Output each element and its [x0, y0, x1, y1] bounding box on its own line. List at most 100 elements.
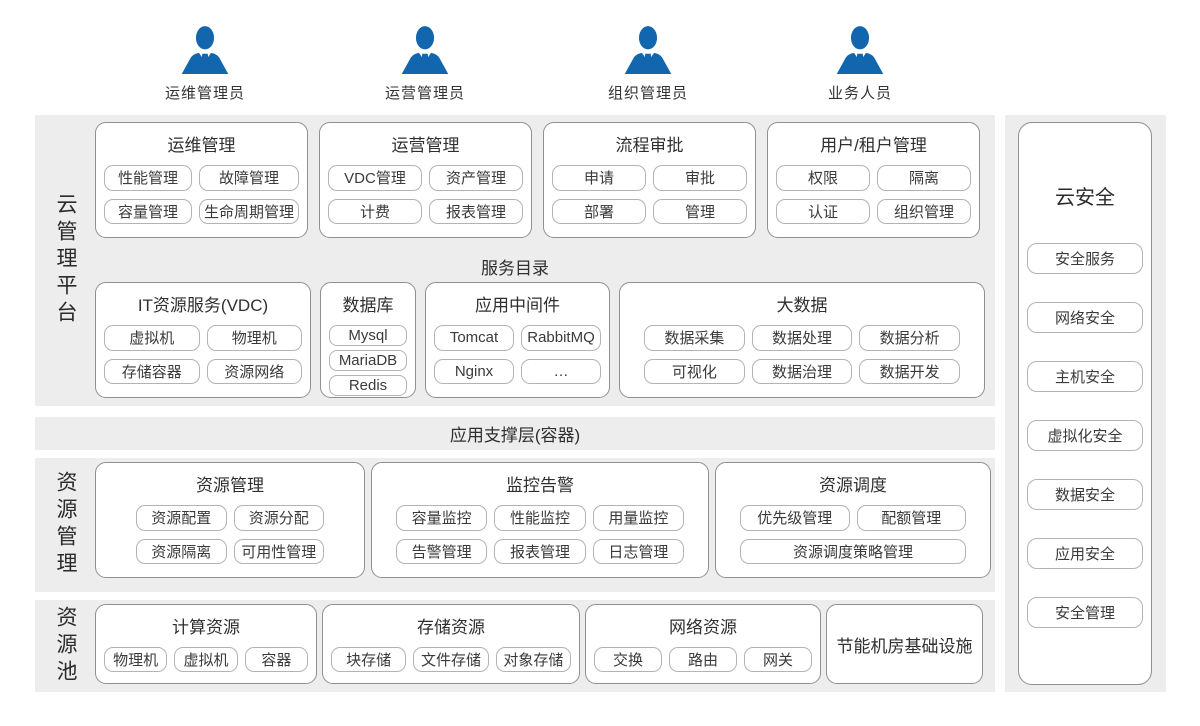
layer-resource-management: 资源管理 资源管理 资源配置 资源分配 资源隔离 可用性管理 监控告警 容量监控…	[35, 458, 995, 592]
diagram-item: 告警管理	[396, 538, 488, 564]
diagram-item: 报表管理	[494, 538, 586, 564]
group-title: 大数据	[776, 296, 828, 315]
diagram-item: 主机安全	[1027, 361, 1143, 392]
group-database: 数据库 Mysql MariaDB Redis	[320, 282, 416, 398]
group-title: IT资源服务(VDC)	[137, 296, 269, 315]
layer-label-app-support: 应用支撑层(容器)	[449, 426, 581, 445]
person-icon	[624, 26, 672, 74]
group-compute-resources: 计算资源 物理机 虚拟机 容器	[95, 604, 317, 684]
diagram-item: 日志管理	[592, 538, 684, 564]
group-green-datacenter-infrastructure: 节能机房基础设施	[826, 604, 983, 684]
diagram-item: 交换	[594, 647, 662, 672]
diagram-item: 容器	[244, 647, 308, 672]
person-icon	[836, 26, 884, 74]
person-icon	[181, 26, 229, 74]
group-title: 运维管理	[167, 136, 236, 155]
diagram-item: 物理机	[206, 325, 302, 351]
actor-label: 运维管理员	[164, 85, 245, 102]
resource-row: 资源管理 资源配置 资源分配 资源隔离 可用性管理 监控告警 容量监控 性能监控…	[95, 462, 991, 578]
cloud-row-1: 运维管理 性能管理 故障管理 容量管理 生命周期管理 运营管理 VDC管理 资产…	[95, 122, 980, 238]
layer-label-resource-pool: 资源池	[54, 605, 77, 687]
diagram-item: RabbitMQ	[521, 325, 601, 351]
layer-label-cloud-platform: 云管理平台	[54, 193, 77, 328]
group-operation-management: 运营管理 VDC管理 资产管理 计费 报表管理	[319, 122, 532, 238]
group-title: 节能机房基础设施	[836, 636, 973, 656]
diagram-item: 存储容器	[104, 358, 200, 384]
diagram-item: 数据治理	[751, 358, 853, 384]
group-resource-management: 资源管理 资源配置 资源分配 资源隔离 可用性管理	[95, 462, 365, 578]
cloud-security-box: 云安全 安全服务 网络安全 主机安全 虚拟化安全 数据安全 应用安全 安全管理	[1018, 122, 1152, 685]
diagram-item: …	[521, 358, 601, 384]
diagram-item: 报表管理	[429, 198, 523, 224]
actor-ops-admin: 运维管理员	[145, 24, 265, 103]
diagram-item: 数据处理	[751, 325, 853, 351]
diagram-item: 容量管理	[104, 198, 192, 224]
group-title: 数据库	[342, 296, 394, 315]
pool-row: 计算资源 物理机 虚拟机 容器 存储资源 块存储 文件存储 对象存储 网络资源 …	[95, 604, 991, 684]
cloud-security-items: 安全服务 网络安全 主机安全 虚拟化安全 数据安全 应用安全 安全管理	[1027, 243, 1143, 628]
diagram-item: 优先级管理	[740, 505, 850, 531]
group-title: 资源调度	[819, 476, 887, 495]
diagram-item: 安全服务	[1027, 243, 1143, 274]
diagram-item: 网关	[744, 647, 812, 672]
actor-business-user: 业务人员	[800, 24, 920, 103]
diagram-item: 性能监控	[494, 505, 586, 531]
actor-operation-admin: 运营管理员	[365, 24, 485, 103]
diagram-item: 网络安全	[1027, 302, 1143, 333]
service-catalog-label: 服务目录	[481, 259, 549, 278]
group-title: 用户/租户管理	[820, 136, 927, 155]
diagram-item: 数据分析	[859, 325, 960, 351]
group-title: 存储资源	[417, 618, 485, 637]
group-user-tenant-management: 用户/租户管理 权限 隔离 认证 组织管理	[767, 122, 980, 238]
diagram-item: 数据采集	[644, 325, 745, 351]
diagram-item: 可视化	[644, 358, 745, 384]
diagram-item: 申请	[552, 165, 646, 191]
group-title: 资源管理	[196, 476, 264, 495]
layer-label-resource-management: 资源管理	[54, 471, 77, 579]
diagram-item: 配额管理	[856, 505, 966, 531]
actor-label: 组织管理员	[607, 85, 688, 102]
actor-label: 运营管理员	[384, 85, 465, 102]
group-process-approval: 流程审批 申请 审批 部署 管理	[543, 122, 756, 238]
group-storage-resources: 存储资源 块存储 文件存储 对象存储	[322, 604, 580, 684]
diagram-item: 组织管理	[877, 198, 971, 224]
cloud-security-title: 云安全	[1055, 187, 1115, 209]
layer-cloud-security: 云安全 安全服务 网络安全 主机安全 虚拟化安全 数据安全 应用安全 安全管理	[1005, 115, 1166, 692]
diagram-item: 资源配置	[136, 505, 227, 531]
layer-cloud-platform: 云管理平台 运维管理 性能管理 故障管理 容量管理 生命周期管理 运营管理 VD…	[35, 115, 995, 406]
group-resource-scheduling: 资源调度 优先级管理 配额管理 资源调度策略管理	[715, 462, 991, 578]
group-title: 监控告警	[506, 476, 574, 495]
diagram-item: 容量监控	[396, 505, 488, 531]
diagram-item: 可用性管理	[233, 538, 324, 564]
group-monitoring-alerts: 监控告警 容量监控 性能监控 用量监控 告警管理 报表管理 日志管理	[371, 462, 709, 578]
diagram-item: 资源网络	[206, 358, 302, 384]
diagram-item: 认证	[776, 198, 870, 224]
group-it-resource-service: IT资源服务(VDC) 虚拟机 物理机 存储容器 资源网络	[95, 282, 311, 398]
diagram-item: 管理	[653, 198, 747, 224]
actor-org-admin: 组织管理员	[588, 24, 708, 103]
group-big-data: 大数据 数据采集 数据处理 数据分析 可视化 数据治理 数据开发	[619, 282, 985, 398]
group-app-middleware: 应用中间件 Tomcat RabbitMQ Nginx …	[425, 282, 610, 398]
person-icon	[401, 26, 449, 74]
diagram-item: 部署	[552, 198, 646, 224]
group-title: 应用中间件	[475, 296, 560, 315]
diagram-item: 数据安全	[1027, 479, 1143, 510]
diagram-item: 数据开发	[859, 358, 960, 384]
diagram-item: 资源隔离	[136, 538, 227, 564]
diagram-item: 计费	[328, 198, 422, 224]
diagram-item: Nginx	[434, 358, 514, 384]
group-ops-management: 运维管理 性能管理 故障管理 容量管理 生命周期管理	[95, 122, 308, 238]
diagram-item: 资源调度策略管理	[740, 538, 966, 564]
diagram-item: MariaDB	[329, 350, 407, 371]
diagram-item: 虚拟机	[174, 647, 238, 672]
diagram-item: 文件存储	[413, 647, 489, 672]
layer-app-support-container: 应用支撑层(容器)	[35, 417, 995, 450]
diagram-item: Mysql	[329, 325, 407, 346]
group-network-resources: 网络资源 交换 路由 网关	[585, 604, 821, 684]
diagram-item: 生命周期管理	[198, 198, 299, 224]
diagram-item: 审批	[653, 165, 747, 191]
diagram-item: 应用安全	[1027, 538, 1143, 569]
diagram-item: Redis	[329, 375, 407, 396]
cloud-row-2: IT资源服务(VDC) 虚拟机 物理机 存储容器 资源网络 数据库 Mysql …	[95, 282, 985, 398]
